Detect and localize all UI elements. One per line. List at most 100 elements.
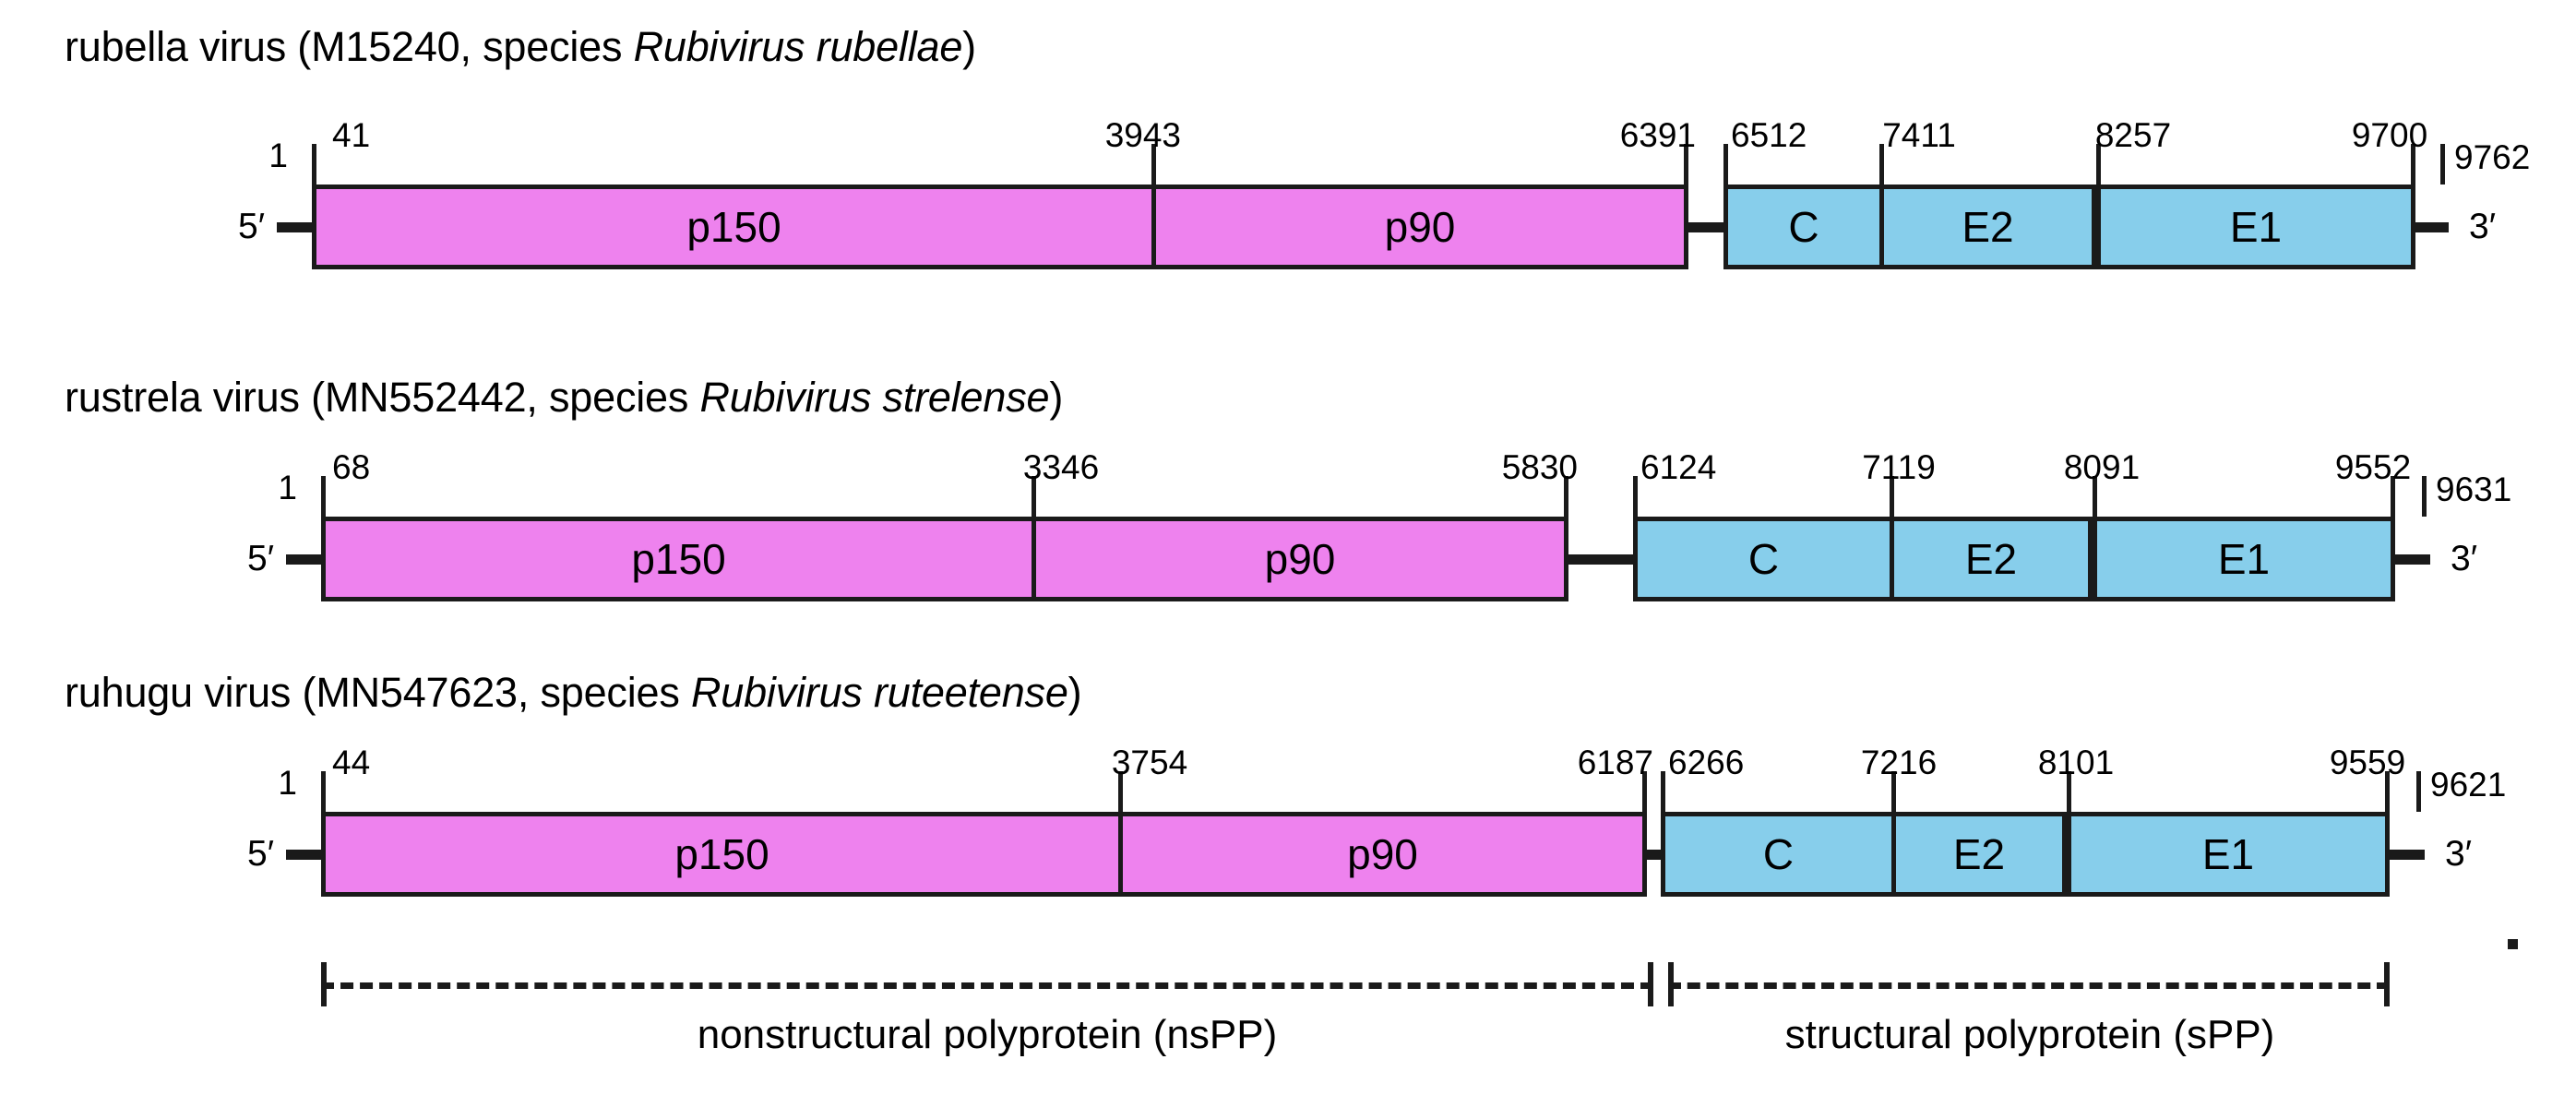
genome-title-prefix: rustrela virus (MN552442, species	[65, 374, 700, 421]
genome-title-rubella: rubella virus (M15240, species Rubivirus…	[65, 26, 976, 67]
coord-tick-storf-start	[1723, 144, 1728, 184]
coordinate-label: 3754	[1111, 744, 1188, 781]
coord-tick-E2-start	[1891, 771, 1896, 812]
coordinate-label: 7119	[1862, 448, 1936, 486]
five-prime-leader-line	[286, 554, 325, 565]
genome-start-label: 1	[268, 137, 288, 174]
coord-tick-p150-p90	[1032, 476, 1036, 517]
genome-end-label: 9621	[2430, 766, 2507, 803]
bracket-label: nonstructural polyprotein (nsPP)	[697, 1012, 1278, 1057]
three-prime-label: 3′	[2451, 539, 2478, 578]
coord-tick-E2-start	[1879, 144, 1884, 184]
five-prime-label: 5′	[247, 834, 275, 874]
orf-label: E1	[2217, 535, 2271, 583]
coord-tick-storf-end	[2411, 144, 2415, 184]
orf-label: C	[1788, 203, 1819, 251]
intergenic-linker	[1642, 850, 1665, 860]
coordinate-label: 44	[332, 744, 371, 781]
five-prime-leader-line	[277, 222, 316, 232]
coord-tick-nsorf-end	[1564, 476, 1568, 517]
genome-title-suffix: )	[962, 23, 976, 70]
three-prime-trailer-line	[2391, 554, 2430, 565]
orf-boundary-p150-p90	[1032, 517, 1036, 601]
orf-boundary-E2-E1	[2093, 517, 2097, 601]
orf-segment-E1: E1	[2097, 517, 2395, 601]
coord-tick-p150-p90	[1151, 144, 1156, 184]
genome-title-prefix: ruhugu virus (MN547623, species	[65, 669, 691, 716]
orf-segment-p90: p90	[1123, 812, 1647, 897]
genome-start-label: 1	[278, 469, 297, 506]
orf-segment-E2: E2	[1884, 184, 2096, 269]
coord-tick-storf-start	[1633, 476, 1638, 517]
genome-start-label: 1	[278, 764, 297, 802]
coordinate-label: 6124	[1640, 448, 1717, 486]
coordinate-label: 9559	[2329, 744, 2406, 781]
coord-tick-E2-start	[1890, 476, 1894, 517]
orf-segment-p150: p150	[321, 517, 1036, 601]
genome-start-tick	[312, 144, 316, 184]
genome-title-species: Rubivirus strelense	[699, 374, 1050, 421]
orf-segment-p150: p150	[312, 184, 1156, 269]
coord-tick-storf-end	[2391, 476, 2395, 517]
coordinate-label: 9552	[2334, 448, 2412, 486]
coord-tick-nsorf-end	[1642, 771, 1647, 812]
coordinate-label: 6266	[1668, 744, 1745, 781]
intergenic-linker	[1684, 222, 1728, 232]
orf-label: E2	[1964, 535, 2018, 583]
orf-boundary-E2-E1	[2067, 812, 2071, 897]
genome-title-species: Rubivirus rubellae	[633, 23, 963, 70]
stray-mark	[2508, 939, 2518, 949]
orf-label: p90	[1384, 203, 1456, 251]
coordinate-label: 6512	[1731, 116, 1807, 154]
genome-start-tick	[321, 771, 326, 812]
coordinate-label: 8257	[2094, 116, 2172, 154]
genome-end-tick	[2422, 476, 2427, 517]
five-prime-label: 5′	[238, 207, 266, 246]
coordinate-label: 7216	[1860, 744, 1938, 781]
genome-title-prefix: rubella virus (M15240, species	[65, 23, 634, 70]
orf-label: p150	[631, 535, 726, 583]
genome-title-rustrela: rustrela virus (MN552442, species Rubivi…	[65, 376, 1063, 418]
orf-boundary-E2-E1	[2096, 184, 2101, 269]
genome-start-tick	[321, 476, 326, 517]
coordinate-label: 7411	[1882, 116, 1956, 154]
genome-end-label: 9762	[2454, 138, 2531, 176]
orf-label: p90	[1347, 830, 1418, 878]
bracket-dashed-line	[1668, 982, 2390, 989]
genome-title-species: Rubivirus ruteetense	[690, 669, 1068, 716]
orf-boundary-C-E2	[1890, 517, 1894, 601]
orf-label: E1	[2201, 830, 2255, 878]
genome-title-ruhugu: ruhugu virus (MN547623, species Rubiviru…	[65, 669, 1082, 716]
orf-segment-E1: E1	[2071, 812, 2390, 897]
orf-boundary-p150-p90	[1151, 184, 1156, 269]
three-prime-label: 3′	[2469, 207, 2497, 246]
orf-label: C	[1747, 535, 1780, 583]
coordinate-label: 6391	[1619, 116, 1696, 154]
coordinate-label: 3943	[1104, 116, 1181, 154]
coordinate-label: 41	[332, 116, 371, 154]
genome-title-suffix: )	[1067, 669, 1082, 716]
bracket-label: structural polyprotein (sPP)	[1784, 1012, 2275, 1057]
coord-tick-nsorf-end	[1684, 144, 1688, 184]
orf-label: C	[1762, 830, 1795, 878]
coord-tick-E1-start	[2067, 771, 2071, 812]
three-prime-trailer-line	[2385, 850, 2425, 860]
five-prime-leader-line	[286, 850, 325, 860]
orf-segment-p150: p150	[321, 812, 1123, 897]
coord-tick-storf-start	[1661, 771, 1665, 812]
coordinate-label: 3346	[1022, 448, 1100, 486]
bracket-cap-left	[1668, 962, 1674, 1006]
coordinate-label: 5830	[1501, 448, 1578, 486]
genome-end-tick	[2416, 771, 2421, 812]
orf-segment-C: C	[1633, 517, 1894, 601]
orf-segment-C: C	[1723, 184, 1884, 269]
orf-segment-E1: E1	[2101, 184, 2415, 269]
bracket-cap-right	[2384, 962, 2390, 1006]
bracket-cap-left	[321, 962, 327, 1006]
orf-segment-E2: E2	[1896, 812, 2067, 897]
coordinate-label: 8101	[2037, 744, 2115, 781]
orf-boundary-C-E2	[1879, 184, 1884, 269]
orf-segment-p90: p90	[1156, 184, 1688, 269]
coordinate-label: 6187	[1577, 744, 1653, 781]
